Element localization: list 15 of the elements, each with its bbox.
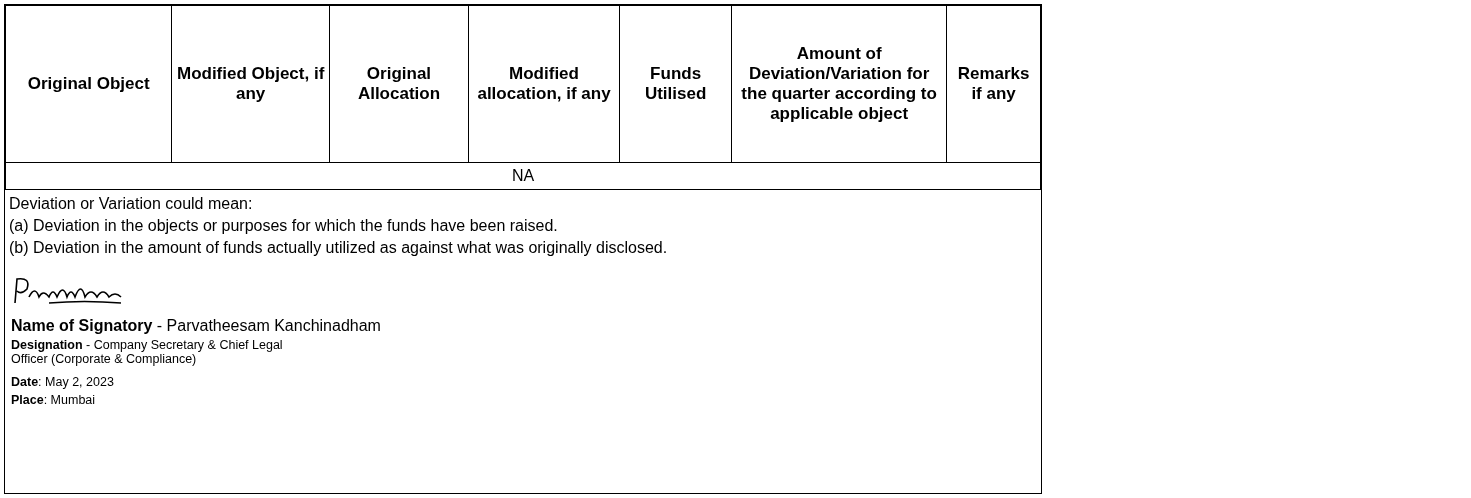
column-header: Modified Object, if any bbox=[171, 5, 330, 163]
column-header: Amount of Deviation/Variation for the quarter according to applicable object bbox=[731, 5, 947, 163]
column-header: Funds Utilised bbox=[619, 5, 732, 163]
note-text: (b) Deviation in the amount of funds actually utilized as against what was originally disclosed. bbox=[9, 239, 668, 257]
column-header: Original Allocation bbox=[329, 5, 469, 163]
date-text: Date: May 2, 2023 bbox=[11, 375, 114, 389]
column-header: Modified allocation, if any bbox=[468, 5, 620, 163]
signatory-name: Name of Signatory - Parvatheesam Kanchinadham bbox=[11, 317, 381, 335]
designation-text: Designation - Company Secretary & Chief Legal Officer (Corporate & Compliance) bbox=[11, 338, 284, 366]
note-text: (a) Deviation in the objects or purposes for which the funds have been raised. bbox=[9, 217, 558, 235]
place-text: Place: Mumbai bbox=[11, 393, 96, 407]
table-cell: NA bbox=[5, 162, 1041, 190]
note-text: Deviation or Variation could mean: bbox=[9, 195, 253, 213]
column-header: Remarks if any bbox=[946, 5, 1041, 163]
column-header: Original Object bbox=[5, 5, 172, 163]
